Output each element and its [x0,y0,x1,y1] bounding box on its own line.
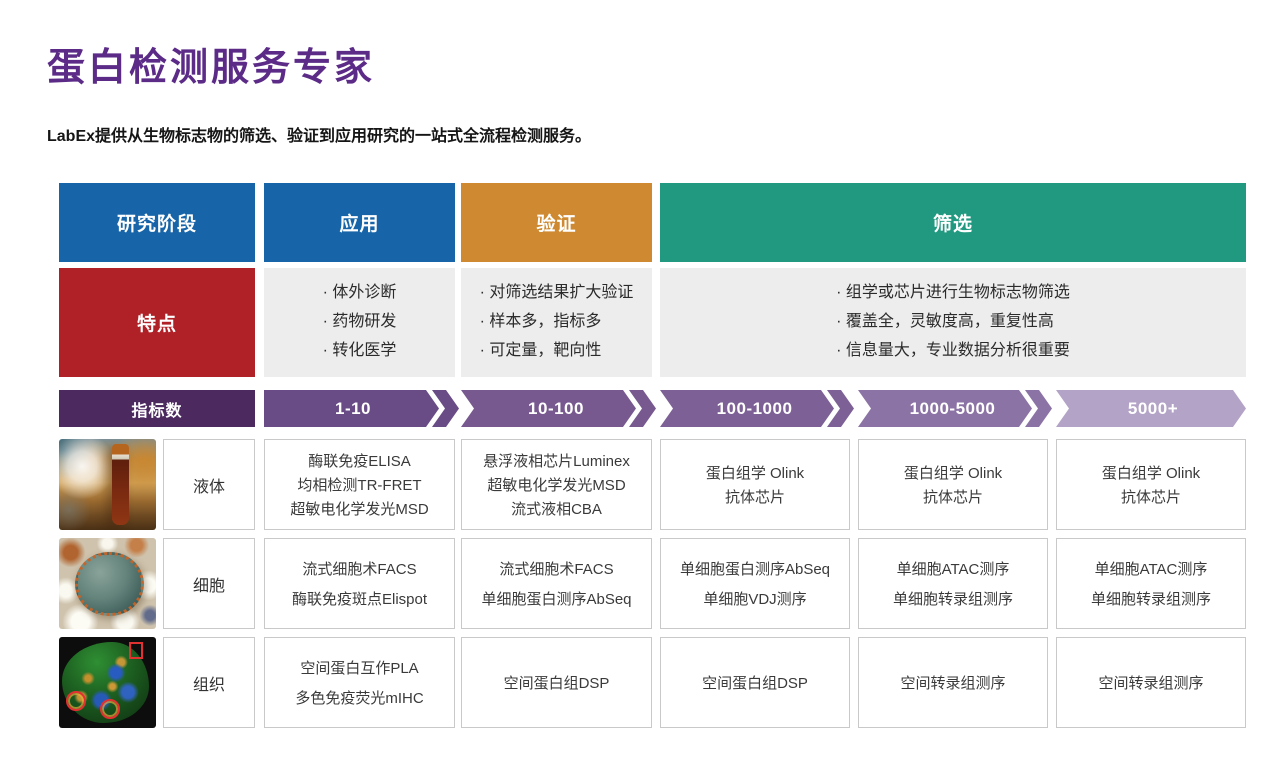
metric-chevron-1000-5000: 1000-5000 [858,390,1054,427]
feature-line: · 体外诊断 [322,284,397,302]
metric-row-header: 指标数 [59,390,255,427]
method-line: 单细胞转录组测序 [892,591,1013,608]
stage-validation-header: 验证 [461,183,652,262]
features-screening-cell: · 组学或芯片进行生物标志物筛选 · 覆盖全，灵敏度高，重复性高 · 信息量大，… [660,268,1246,377]
method-cell: 单细胞ATAC测序 单细胞转录组测序 [1056,538,1246,629]
sample-type-label-tissue: 组织 [163,637,255,728]
feature-line: · 覆盖全，灵敏度高，重复性高 [836,313,1054,331]
tissue-sample-photo [59,637,156,728]
method-cell: 空间蛋白组DSP [660,637,850,728]
method-line: 单细胞ATAC测序 [896,561,1010,578]
metric-chevron-5000plus: 5000+ [1056,390,1247,427]
method-line: 抗体芯片 [724,489,785,506]
chevron-arrow-icon [1056,390,1246,427]
method-line: 超敏电化学发光MSD [487,477,626,494]
method-cell: 酶联免疫ELISA 均相检测TR-FRET 超敏电化学发光MSD [264,439,455,530]
method-line: 酶联免疫斑点Elispot [291,591,428,608]
method-line: 空间蛋白组DSP [503,675,610,692]
method-line: 单细胞ATAC测序 [1094,561,1208,578]
method-cell: 流式细胞术FACS 单细胞蛋白测序AbSeq [461,538,652,629]
method-line: 抗体芯片 [922,489,983,506]
feature-line: · 可定量，靶向性 [479,341,602,359]
method-line: 单细胞蛋白测序AbSeq [481,591,632,608]
method-line: 蛋白组学 Olink [1101,465,1201,482]
features-row-header: 特点 [59,268,255,377]
feature-line: · 对筛选结果扩大验证 [479,284,634,302]
stage-screening-header: 筛选 [660,183,1246,262]
method-cell: 空间转录组测序 [858,637,1048,728]
method-cell: 蛋白组学 Olink 抗体芯片 [660,439,850,530]
feature-line: · 转化医学 [322,341,397,359]
stage-application-header: 应用 [264,183,455,262]
annotation-circle-icon [100,699,120,719]
method-line: 多色免疫荧光mIHC [295,690,424,707]
metric-segment-label: 10-100 [528,398,584,418]
features-validation-cell: · 对筛选结果扩大验证 · 样本多，指标多 · 可定量，靶向性 [461,268,652,377]
annotation-circle-icon [66,691,86,711]
metric-segment-label: 1000-5000 [909,398,996,418]
method-line: 单细胞转录组测序 [1090,591,1211,608]
method-cell: 单细胞ATAC测序 单细胞转录组测序 [858,538,1048,629]
method-cell: 空间蛋白互作PLA 多色免疫荧光mIHC [264,637,455,728]
chevron-arrow-icon [660,390,854,427]
method-cell: 空间转录组测序 [1056,637,1246,728]
feature-line: · 组学或芯片进行生物标志物筛选 [836,284,1070,302]
stage-row-header: 研究阶段 [59,183,255,262]
method-line: 空间转录组测序 [1098,675,1204,692]
sample-type-label-liquid: 液体 [163,439,255,530]
cell-sample-photo [59,538,156,629]
method-line: 均相检测TR-FRET [297,477,422,494]
page-subtitle: LabEx提供从生物标志物的筛选、验证到应用研究的一站式全流程检测服务。 [47,128,592,145]
chevron-arrow-icon [264,390,459,427]
annotation-square-icon [129,642,143,659]
method-line: 超敏电化学发光MSD [290,501,429,518]
metric-chevron-1-10: 1-10 [264,390,461,427]
method-line: 流式细胞术FACS [302,561,417,578]
method-cell: 空间蛋白组DSP [461,637,652,728]
method-line: 空间蛋白组DSP [702,675,808,692]
metric-segment-label: 1-10 [334,398,372,418]
method-cell: 单细胞蛋白测序AbSeq 单细胞VDJ测序 [660,538,850,629]
method-line: 单细胞蛋白测序AbSeq [679,561,831,578]
method-line: 悬浮液相芯片Luminex [483,453,630,470]
method-cell: 悬浮液相芯片Luminex 超敏电化学发光MSD 流式液相CBA [461,439,652,530]
cell-sphere-graphic [75,551,144,616]
metric-segment-label: 5000+ [1127,398,1179,418]
method-line: 空间转录组测序 [900,675,1006,692]
method-line: 流式液相CBA [511,501,602,518]
method-line: 空间蛋白互作PLA [300,660,419,677]
method-line: 蛋白组学 Olink [705,465,805,482]
chevron-arrow-icon [858,390,1052,427]
chevron-arrow-icon [461,390,656,427]
sample-type-label-cell: 细胞 [163,538,255,629]
method-cell: 蛋白组学 Olink 抗体芯片 [858,439,1048,530]
blood-tube-graphic [112,443,129,525]
metric-chevron-10-100: 10-100 [461,390,658,427]
method-cell: 蛋白组学 Olink 抗体芯片 [1056,439,1246,530]
metric-chevron-100-1000: 100-1000 [660,390,856,427]
method-line: 酶联免疫ELISA [308,453,411,470]
feature-line: · 样本多，指标多 [479,313,602,331]
feature-line: · 药物研发 [322,313,397,331]
method-line: 抗体芯片 [1120,489,1181,506]
liquid-sample-photo [59,439,156,530]
feature-line: · 信息量大，专业数据分析很重要 [836,341,1070,359]
method-line: 流式细胞术FACS [499,561,614,578]
method-line: 蛋白组学 Olink [903,465,1003,482]
features-application-cell: · 体外诊断 · 药物研发 · 转化医学 [264,268,455,377]
page-title: 蛋白检测服务专家 [47,47,376,89]
metric-segment-label: 100-1000 [716,398,793,418]
method-line: 单细胞VDJ测序 [703,591,807,608]
method-cell: 流式细胞术FACS 酶联免疫斑点Elispot [264,538,455,629]
